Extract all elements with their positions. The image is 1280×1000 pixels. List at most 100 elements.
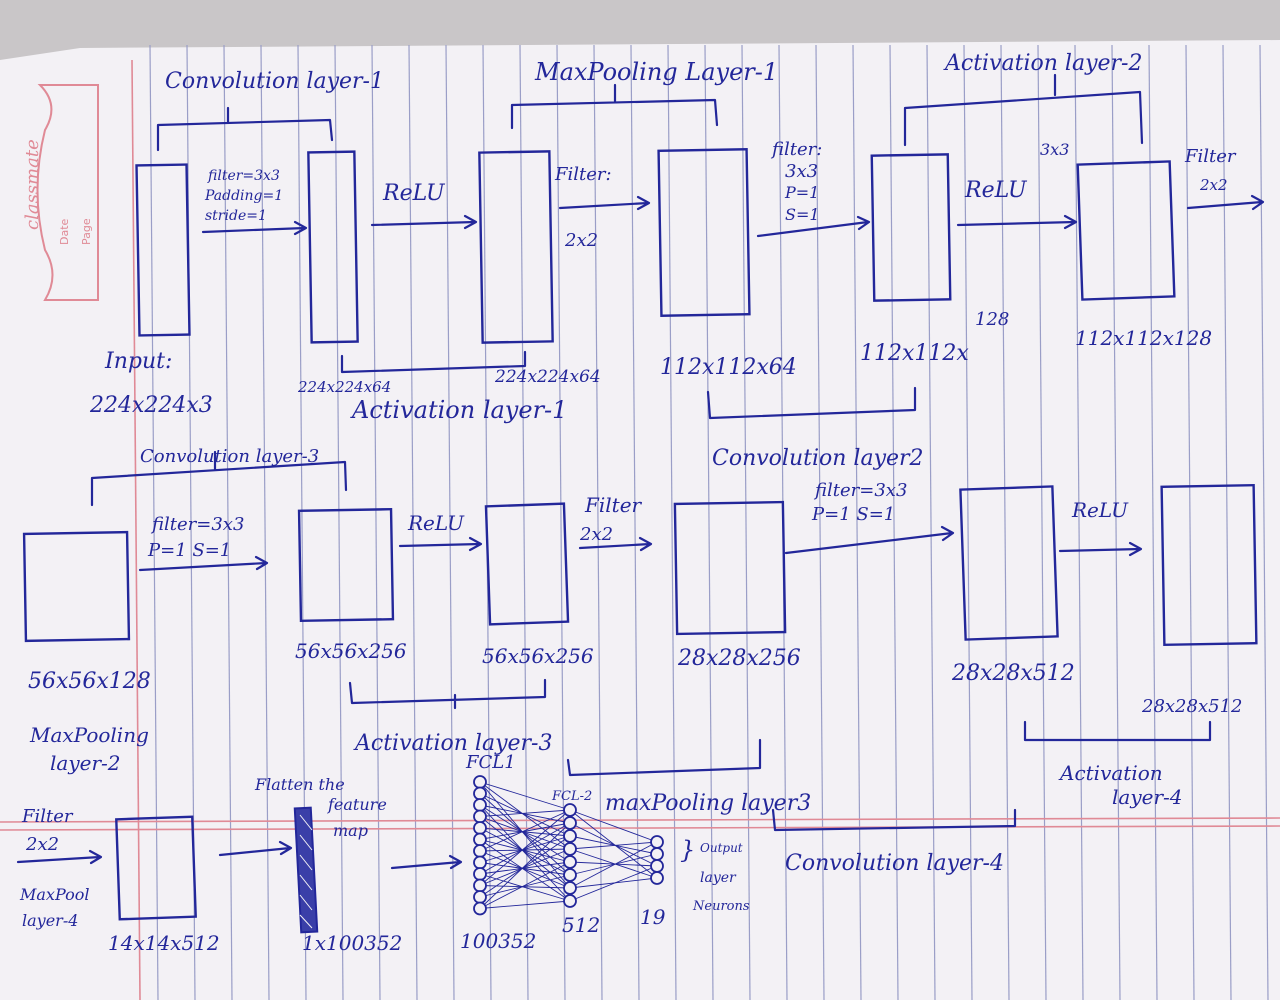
neuron	[563, 881, 577, 895]
fc-connection	[479, 793, 571, 876]
fc-connection	[479, 809, 571, 886]
arrow-pool3	[578, 536, 653, 552]
filter1-line2: Padding=1	[204, 188, 283, 204]
conv2-label: Convolution layer2	[712, 446, 924, 471]
fc-connection	[479, 822, 571, 840]
act4-label-line2: layer-4	[1112, 785, 1183, 809]
conv3-filter-line1: filter=3x3	[150, 514, 244, 535]
bracket-act2	[903, 73, 1144, 147]
filter1-line3: stride=1	[205, 208, 267, 224]
arrow-relu3	[398, 536, 483, 552]
fc-connection	[479, 822, 571, 875]
ruled-line	[889, 44, 899, 1000]
pool3-filter-line1: Filter	[584, 493, 643, 517]
fc-connection	[569, 877, 658, 889]
fc-connection	[479, 835, 571, 863]
fc-connection	[479, 861, 571, 909]
margin-line-h2	[0, 825, 1280, 831]
bracket-conv2	[706, 386, 917, 420]
fc-connection	[479, 827, 571, 837]
fc-connection	[479, 873, 571, 902]
fc-connection	[569, 835, 658, 855]
output-label-line1: Output	[700, 841, 743, 855]
neuron	[473, 844, 487, 858]
bracket-pool3	[566, 738, 762, 777]
arrow-fc1	[390, 854, 463, 870]
ruled-line	[1111, 44, 1121, 1000]
dims-act2: 112x112x128	[1075, 326, 1212, 350]
conv2-filter-line3: P=1	[784, 183, 819, 202]
ruled-line	[926, 44, 936, 1000]
pool2-filter-line1: Filter	[1184, 146, 1237, 167]
flatten-vector	[293, 806, 319, 934]
pool1-filter-line2: 2x2	[564, 230, 598, 251]
ruled-line	[334, 44, 344, 1000]
row-1: Convolution layer-1 MaxPooling Layer-1 A…	[89, 51, 1265, 471]
neuron	[473, 775, 487, 789]
conv2-filter-line4: S=1	[785, 205, 820, 224]
act3-volume	[484, 502, 570, 626]
pool3-filter-line2: 2x2	[579, 524, 613, 545]
fc-connection	[479, 900, 571, 909]
fc-connection	[569, 861, 658, 867]
ruled-line	[1037, 44, 1047, 1000]
arrow-pool4	[16, 849, 103, 865]
pool1-filter-line1: Filter:	[554, 164, 612, 185]
arrow-pool2	[1186, 194, 1265, 211]
conv4-volume	[959, 485, 1059, 641]
fc-connection	[479, 848, 571, 886]
arrow-relu2	[956, 214, 1078, 230]
conv2-filter-line1: filter:	[770, 139, 822, 160]
arrow-conv2	[756, 215, 871, 238]
page-label: Page	[80, 218, 93, 245]
bracket-conv4	[771, 808, 1017, 832]
fc-connection	[479, 804, 571, 902]
neuron	[473, 821, 487, 835]
ruled-line	[408, 44, 418, 1000]
fc-connection	[479, 804, 571, 824]
ruled-line	[963, 44, 973, 1000]
neuron	[473, 798, 487, 812]
ruled-line	[1074, 44, 1084, 1000]
ruled-line	[445, 44, 455, 1000]
dims-act1: 224x224x64	[494, 367, 601, 387]
fc-connection	[479, 850, 571, 889]
filter1-line1: filter=3x3	[207, 168, 280, 184]
dims-conv2: 112x112x	[860, 341, 969, 366]
conv3-filter-line2: P=1 S=1	[147, 540, 231, 561]
input-dims: 224x224x3	[89, 393, 213, 418]
fc-connection	[569, 822, 658, 867]
neuron	[563, 842, 577, 856]
fc-connection	[479, 827, 571, 876]
conv4-label: Convolution layer-4	[785, 851, 1004, 876]
ruled-line	[519, 44, 529, 1000]
pool4-volume	[115, 815, 197, 921]
neuron	[473, 832, 487, 847]
ruled-line	[260, 44, 270, 1000]
pool1-volume	[657, 148, 751, 317]
act2-volume	[1076, 160, 1176, 301]
fc2-label: FCL-2	[551, 789, 592, 804]
conv4-filter-line2: P=1 S=1	[811, 504, 895, 525]
pool4-filter-line1: Filter	[21, 806, 74, 827]
ruled-line	[1148, 44, 1158, 1000]
ruled-line	[593, 44, 603, 1000]
input-volume	[135, 163, 191, 337]
fc-connection	[479, 835, 571, 898]
pool4-label-line2: layer-4	[22, 911, 78, 930]
relu4-label: ReLU	[1071, 498, 1129, 522]
act3-label: Activation layer-3	[353, 731, 552, 756]
conv3-volume	[297, 507, 395, 623]
fc-connection	[479, 862, 571, 876]
dims-conv3: 56x56x256	[295, 639, 407, 663]
pool3-label: maxPooling layer3	[605, 791, 811, 816]
conv2-volume	[870, 153, 952, 302]
margin-line-v	[131, 59, 141, 1000]
output-brace: }	[680, 836, 695, 864]
fc1-label: FCL1	[465, 752, 516, 773]
dims-flat: 1x100352	[302, 931, 402, 955]
fc-connection	[479, 809, 571, 817]
neuron	[473, 867, 487, 881]
act1-volume	[478, 150, 554, 344]
fc-connection	[479, 822, 571, 909]
